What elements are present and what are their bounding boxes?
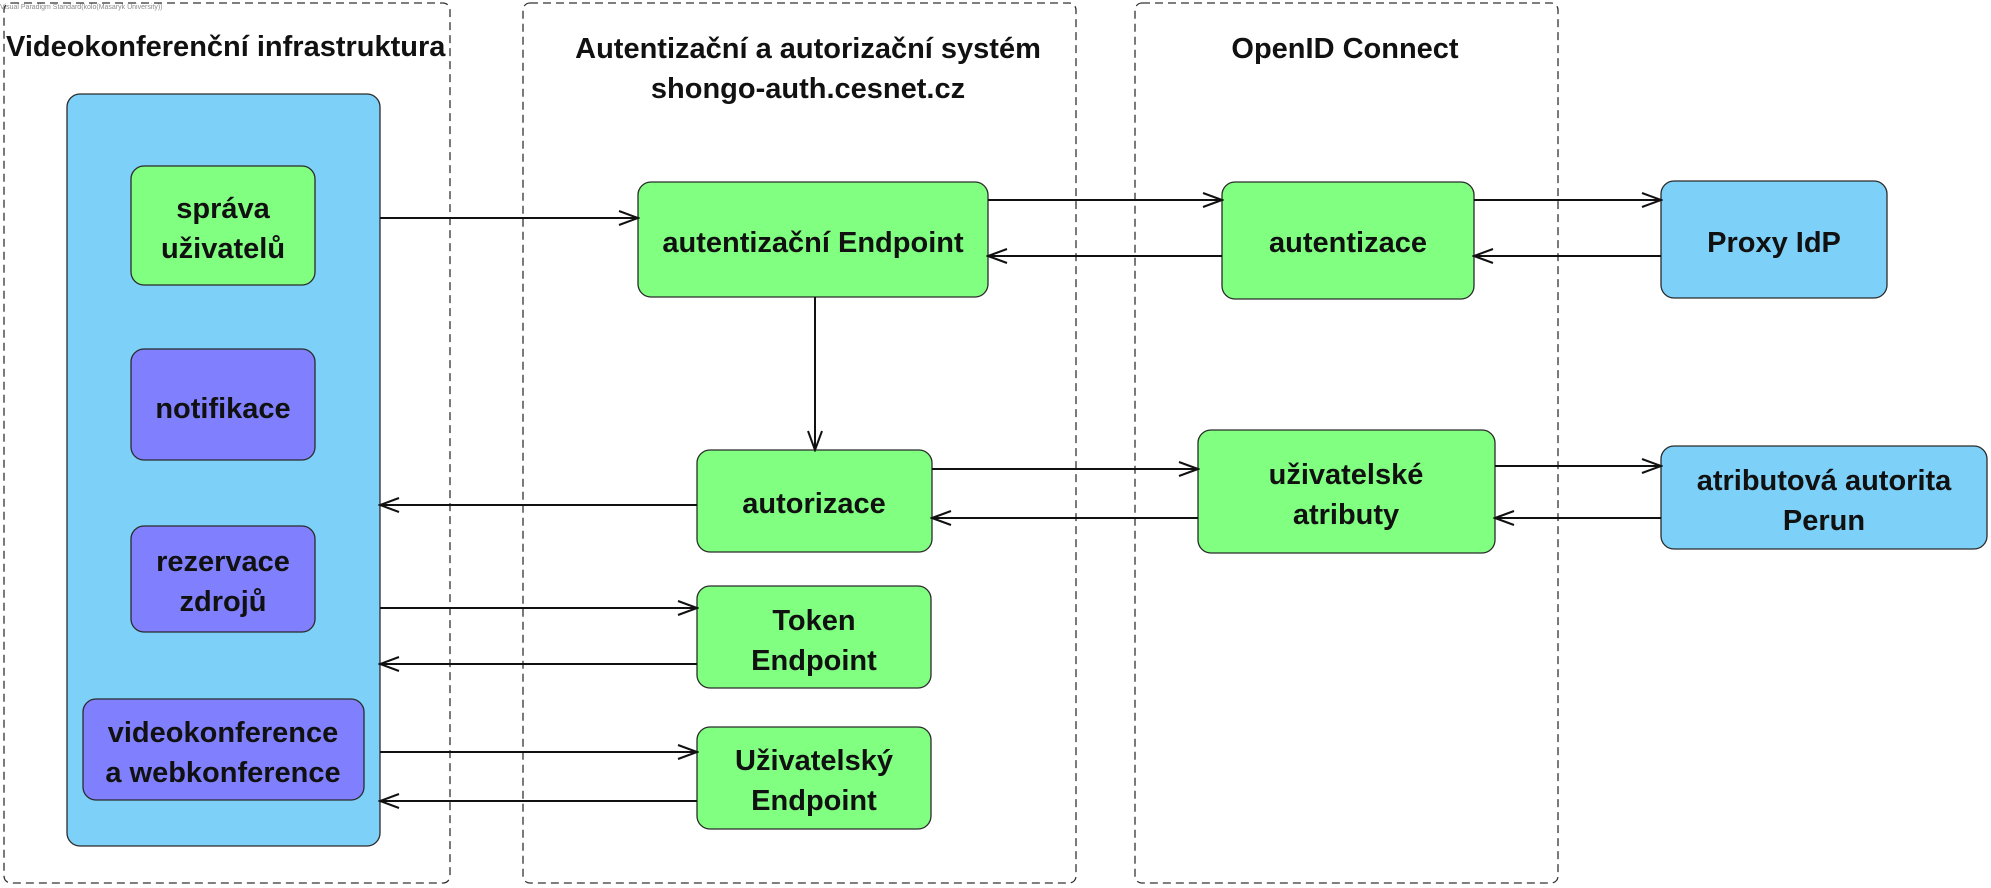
node-sprava-uzivatelu[interactable]: správa uživatelů bbox=[130, 165, 316, 286]
node-label: Endpoint bbox=[751, 645, 877, 677]
node-autentizace[interactable]: autentizace bbox=[1221, 181, 1475, 300]
node-label: autentizační Endpoint bbox=[662, 227, 964, 259]
node-notifikace[interactable]: notifikace bbox=[130, 348, 316, 461]
watermark: Visual Paradigm Standard(kolo(Masaryk Un… bbox=[0, 4, 162, 11]
lane-title-infra: Videokonferenční infrastruktura bbox=[6, 31, 446, 63]
lane-title-auth-line2: shongo-auth.cesnet.cz bbox=[651, 73, 965, 105]
node-label: uživatelů bbox=[161, 233, 285, 265]
node-label: autorizace bbox=[742, 488, 885, 520]
lane-title-oidc: OpenID Connect bbox=[1231, 33, 1459, 65]
node-autentizacni-endpoint[interactable]: autentizační Endpoint bbox=[637, 181, 989, 298]
node-label: videokonference bbox=[108, 717, 338, 749]
node-rezervace-zdroju[interactable]: rezervace zdrojů bbox=[130, 525, 316, 633]
node-label: Token bbox=[772, 605, 855, 637]
node-label: Uživatelský bbox=[735, 745, 893, 777]
node-label: Proxy IdP bbox=[1707, 227, 1841, 259]
lane-videoconference-infrastructure bbox=[3, 2, 451, 884]
node-autorizace[interactable]: autorizace bbox=[696, 449, 933, 553]
lane-title-auth-line1: Autentizační a autorizační systém bbox=[575, 33, 1041, 65]
node-label: správa bbox=[176, 193, 270, 225]
node-label: autentizace bbox=[1269, 227, 1427, 259]
lane-openid-connect bbox=[1134, 2, 1559, 884]
node-perun[interactable]: atributová autorita Perun bbox=[1660, 445, 1988, 550]
node-label: atributová autorita bbox=[1697, 465, 1952, 497]
node-uzivatelske-atributy[interactable]: uživatelské atributy bbox=[1197, 429, 1496, 554]
node-label: zdrojů bbox=[180, 586, 267, 618]
lane-auth-system bbox=[522, 2, 1077, 884]
node-label: atributy bbox=[1293, 499, 1399, 531]
node-label: Endpoint bbox=[751, 785, 877, 817]
node-videokonference[interactable]: videokonference a webkonference bbox=[82, 698, 365, 801]
node-label: notifikace bbox=[155, 393, 290, 425]
node-label: rezervace bbox=[156, 546, 290, 578]
node-label: uživatelské bbox=[1269, 459, 1424, 491]
node-token-endpoint[interactable]: Token Endpoint bbox=[696, 585, 932, 689]
node-uzivatelsky-endpoint[interactable]: Uživatelský Endpoint bbox=[696, 726, 932, 830]
node-label: a webkonference bbox=[105, 757, 340, 789]
node-label: Perun bbox=[1783, 505, 1865, 537]
node-proxy-idp[interactable]: Proxy IdP bbox=[1660, 180, 1888, 299]
